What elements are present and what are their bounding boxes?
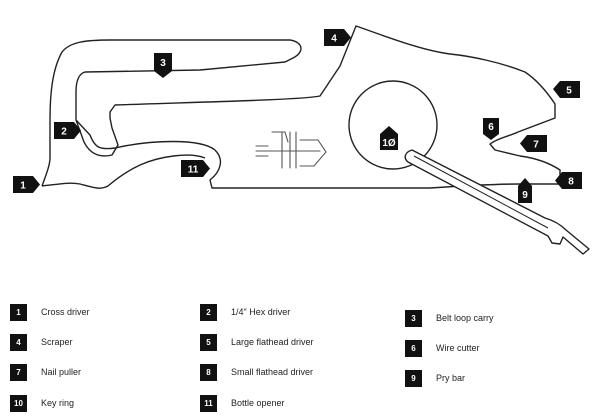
legend-badge: 4 xyxy=(10,333,27,351)
legend-label: Bottle opener xyxy=(231,398,285,408)
legend-item-hex-driver: 2 1/4" Hex driver xyxy=(200,303,290,321)
legend-badge: 6 xyxy=(405,339,422,357)
callout-1: 1 xyxy=(13,176,40,193)
legend-item-small-flathead-driver: 8 Small flathead driver xyxy=(200,363,313,381)
callout-10: 1Ø xyxy=(380,126,398,150)
hex-driver-notch xyxy=(75,117,119,157)
legend-label: Cross driver xyxy=(41,307,90,317)
svg-text:3: 3 xyxy=(160,58,166,69)
legend-badge: 1 xyxy=(10,303,27,321)
legend-label: Large flathead driver xyxy=(231,337,314,347)
callout-3: 3 xyxy=(154,53,172,78)
callout-2: 2 xyxy=(54,122,81,139)
handle-lower-contour xyxy=(41,154,206,189)
svg-text:4: 4 xyxy=(331,34,337,45)
legend-label: Wire cutter xyxy=(436,343,480,353)
callout-7: 7 xyxy=(520,135,547,152)
legend-label: Key ring xyxy=(41,398,75,408)
legend-badge: 7 xyxy=(10,363,27,381)
svg-text:2: 2 xyxy=(61,127,67,138)
callout-4: 4 xyxy=(324,29,351,46)
legend-item-large-flathead-driver: 5 Large flathead driver xyxy=(200,333,314,351)
legend-label: Scraper xyxy=(41,337,73,347)
legend-badge: 10 xyxy=(10,394,27,412)
callout-11: 11 xyxy=(181,160,210,177)
svg-text:1: 1 xyxy=(20,181,26,192)
callout-6: 6 xyxy=(483,118,499,140)
svg-text:11: 11 xyxy=(188,165,199,176)
legend-label: Pry bar xyxy=(436,373,466,383)
legend-label: 1/4" Hex driver xyxy=(231,307,291,317)
pry-bar-inner-line xyxy=(413,155,549,229)
legend-badge: 5 xyxy=(200,333,217,351)
multi-tool-diagram: 1 2 3 4 5 6 7 8 9 1Ø 11 xyxy=(13,25,590,255)
legend-item-bottle-opener: 11 Bottle opener xyxy=(200,394,285,412)
legend-badge: 9 xyxy=(405,369,422,387)
legend-badge: 8 xyxy=(200,363,217,381)
legend-label: Small flathead driver xyxy=(231,367,314,377)
legend-badge: 3 xyxy=(405,309,422,327)
legend: 1 Cross driver 2 1/4" Hex driver 3 Belt … xyxy=(0,300,600,420)
legend-item-scraper: 4 Scraper xyxy=(10,333,73,351)
legend-label: Belt loop carry xyxy=(436,313,494,323)
svg-text:1Ø: 1Ø xyxy=(382,138,396,149)
callout-5: 5 xyxy=(553,81,580,98)
legend-item-wire-cutter: 6 Wire cutter xyxy=(405,339,480,357)
legend-badge: 11 xyxy=(200,394,217,412)
legend-item-pry-bar: 9 Pry bar xyxy=(405,369,465,387)
legend-label: Nail puller xyxy=(41,367,82,377)
legend-item-cross-driver: 1 Cross driver xyxy=(10,303,90,321)
callout-8: 8 xyxy=(555,172,582,189)
callout-9: 9 xyxy=(518,178,532,203)
legend-item-key-ring: 10 Key ring xyxy=(10,394,74,412)
svg-text:6: 6 xyxy=(488,122,494,133)
key-ring-circle xyxy=(348,80,438,170)
legend-item-nail-puller: 7 Nail puller xyxy=(10,363,81,381)
legend-item-belt-loop-carry: 3 Belt loop carry xyxy=(405,309,494,327)
logo-emblem xyxy=(255,131,327,169)
tool-body-outline xyxy=(41,25,561,189)
svg-text:8: 8 xyxy=(568,177,574,188)
svg-text:5: 5 xyxy=(566,86,572,97)
svg-text:9: 9 xyxy=(522,190,528,201)
legend-badge: 2 xyxy=(200,303,217,321)
svg-text:7: 7 xyxy=(533,140,539,151)
